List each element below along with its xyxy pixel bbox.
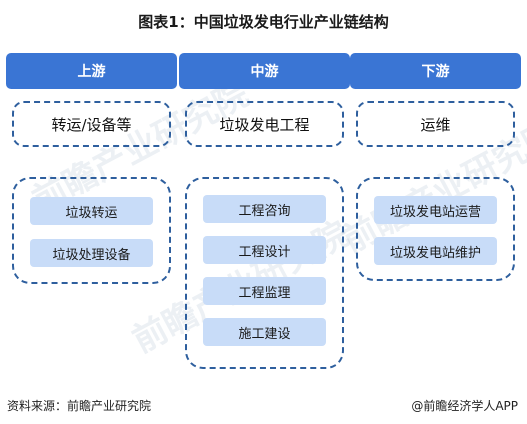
item-group: 工程咨询 工程设计 工程监理 施工建设 <box>185 177 344 369</box>
chain-item: 工程监理 <box>203 277 326 305</box>
chain-item: 垃圾转运 <box>30 197 153 225</box>
brand-credit: @前瞻经济学人APP <box>411 399 518 413</box>
chart-title: 图表1：中国垃圾发电行业产业链结构 <box>138 13 389 31</box>
category-box: 转运/设备等 <box>12 101 171 147</box>
category-box: 垃圾发电工程 <box>185 101 344 147</box>
chain-item: 垃圾发电站维护 <box>374 237 497 265</box>
chain-item: 垃圾处理设备 <box>30 239 153 267</box>
chain-item: 垃圾发电站运营 <box>374 196 497 224</box>
chain-item: 施工建设 <box>203 318 326 346</box>
column-header: 下游 <box>350 53 521 89</box>
item-group: 垃圾转运 垃圾处理设备 <box>12 177 171 284</box>
column-downstream: 下游 运维 垃圾发电站运营 垃圾发电站维护 <box>350 53 521 281</box>
column-header: 中游 <box>179 53 350 89</box>
source-note: 资料来源：前瞻产业研究院 <box>7 399 152 413</box>
chain-item: 工程咨询 <box>203 195 326 223</box>
column-midstream: 中游 垃圾发电工程 工程咨询 工程设计 工程监理 施工建设 <box>179 53 350 369</box>
column-header: 上游 <box>6 53 177 89</box>
chain-item: 工程设计 <box>203 236 326 264</box>
item-group: 垃圾发电站运营 垃圾发电站维护 <box>356 177 515 281</box>
column-upstream: 上游 转运/设备等 垃圾转运 垃圾处理设备 <box>6 53 177 284</box>
category-box: 运维 <box>356 101 515 147</box>
